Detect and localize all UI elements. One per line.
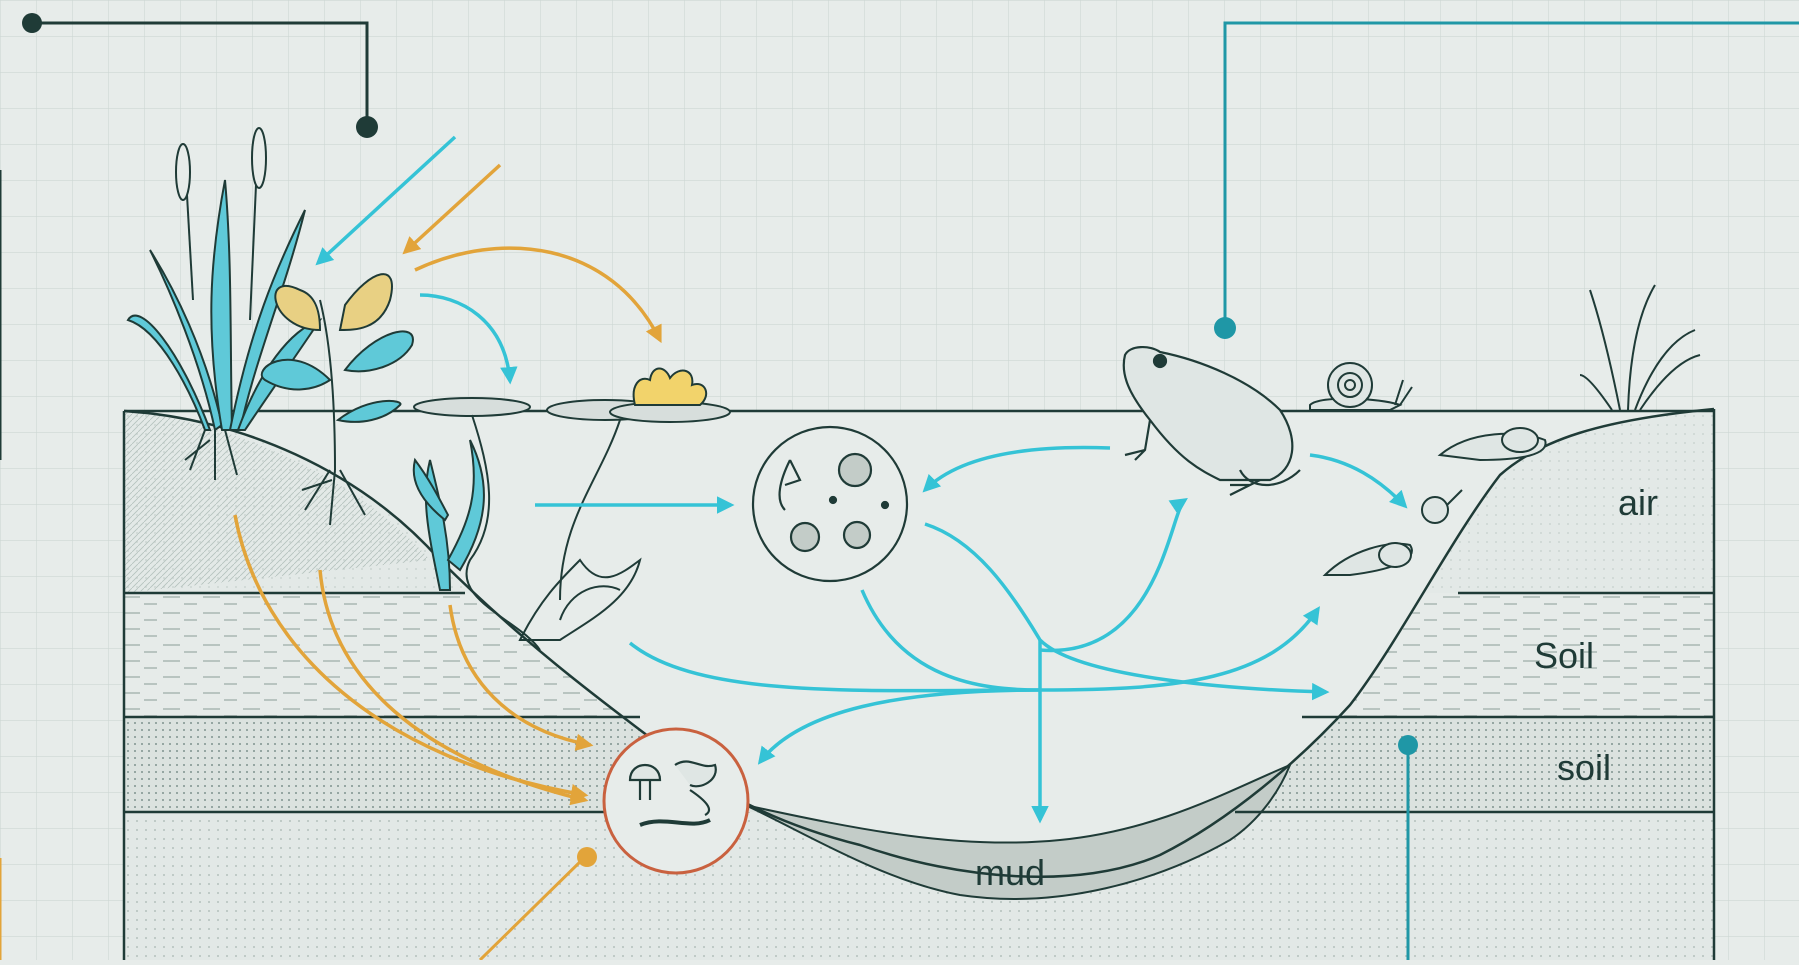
microorganisms	[753, 427, 907, 581]
soil-upper-label: Soil	[1534, 635, 1594, 676]
decomposers	[604, 729, 748, 873]
soil-lower-label: soil	[1557, 747, 1611, 788]
air-layer-label: air	[1618, 482, 1658, 523]
